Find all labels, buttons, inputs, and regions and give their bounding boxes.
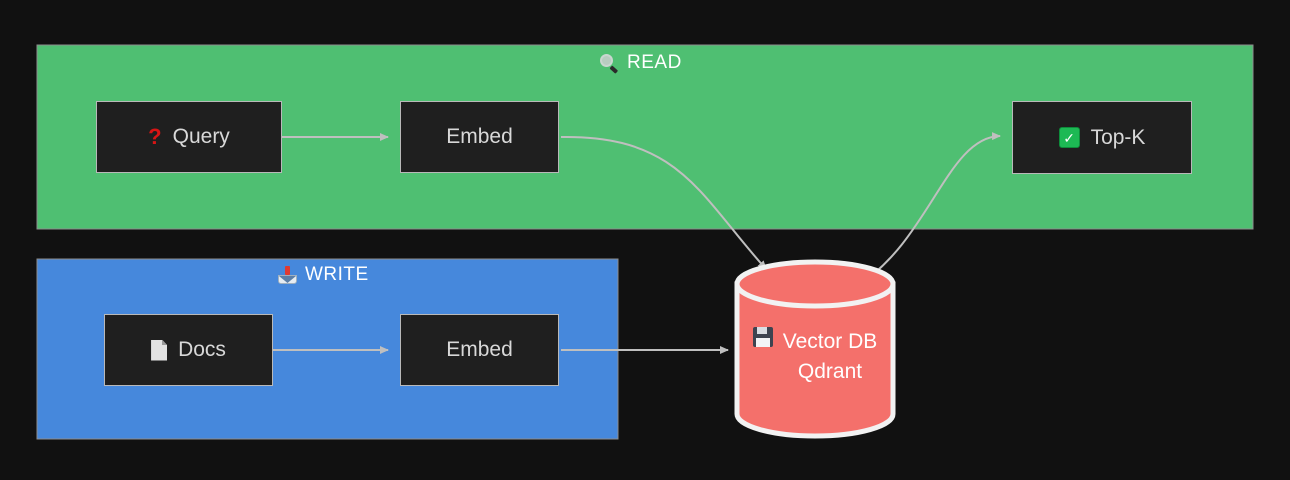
vector-db-label: Vector DB Qdrant	[737, 327, 893, 388]
node-write-embed[interactable]: Embed	[400, 314, 559, 386]
node-query[interactable]: ? Query	[96, 101, 282, 173]
node-read-embed-label: Embed	[446, 125, 513, 148]
node-write-embed-label: Embed	[446, 338, 513, 361]
node-topk[interactable]: ✓ Top-K	[1012, 101, 1192, 174]
write-panel-label-text: WRITE	[305, 264, 369, 285]
node-query-label: Query	[172, 125, 230, 148]
question-mark-icon: ?	[148, 124, 162, 149]
check-box-icon: ✓	[1058, 127, 1080, 148]
read-panel-label: READ	[600, 52, 682, 74]
inbox-tray-icon	[278, 266, 297, 284]
vector-db-subtitle: Qdrant	[797, 360, 863, 384]
floppy-disk-icon	[752, 327, 773, 347]
node-topk-label: Top-K	[1090, 125, 1146, 149]
vector-db-cylinder[interactable]	[734, 259, 896, 439]
node-read-embed[interactable]: Embed	[400, 101, 559, 173]
search-icon	[600, 53, 619, 73]
vector-db-text: Vector DB Qdrant	[783, 327, 878, 388]
node-docs-label: Docs	[178, 338, 226, 361]
document-icon	[151, 339, 168, 361]
edge-vector-db-to-topk	[859, 132, 1001, 285]
edge-embed-to-vector-db	[560, 135, 767, 270]
write-panel-label: WRITE	[278, 264, 369, 286]
read-panel-label-text: READ	[627, 52, 682, 73]
cylinder-top	[734, 259, 896, 309]
cylinder-body	[734, 281, 896, 439]
vector-db-title: Vector DB	[782, 330, 878, 353]
node-docs[interactable]: Docs	[104, 314, 273, 386]
